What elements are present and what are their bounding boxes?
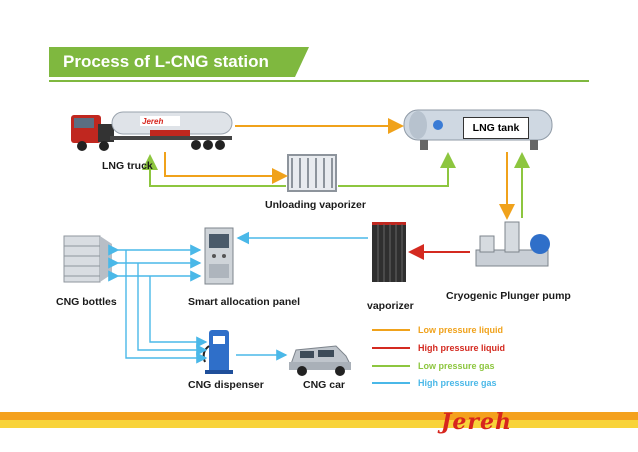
cng-car-image xyxy=(289,345,351,376)
lng-truck-label: LNG truck xyxy=(102,160,153,172)
line-unloading-vaporizer-to-tank xyxy=(338,152,456,187)
smart-allocation-panel-image xyxy=(204,227,234,285)
line-truck-to-unloading-vaporizer xyxy=(164,152,288,184)
legend-high-pressure-gas: High pressure gas xyxy=(418,378,497,388)
footer-stripe-yellow xyxy=(0,420,638,428)
cng-car-label: CNG car xyxy=(303,379,346,391)
cryogenic-pump-label: Cryogenic Plunger pump xyxy=(446,290,571,302)
line-bottles-to-dispenser-3 xyxy=(149,276,208,348)
truck-brand-text: Jereh xyxy=(142,117,163,126)
cng-dispenser-image xyxy=(202,330,233,374)
jereh-logo: Jereh xyxy=(441,409,512,435)
lng-truck-image: Jereh xyxy=(71,111,233,151)
cryogenic-pump-image xyxy=(475,221,550,267)
footer-stripe-orange xyxy=(0,412,638,420)
cng-bottles-label: CNG bottles xyxy=(56,296,117,308)
legend-low-pressure-liquid: Low pressure liquid xyxy=(418,325,504,335)
lng-tank-label: LNG tank xyxy=(463,117,529,139)
unloading-vaporizer-label: Unloading vaporizer xyxy=(265,199,366,211)
legend-high-pressure-liquid: High pressure liquid xyxy=(418,343,506,353)
vaporizer-label: vaporizer xyxy=(367,300,414,312)
line-bottles-to-dispenser-1 xyxy=(125,250,208,364)
line-unloading-vaporizer-to-truck xyxy=(142,154,286,187)
line-bottles-to-dispenser-2 xyxy=(137,263,208,356)
page-title: Process of L-CNG station xyxy=(49,47,295,77)
title-underline xyxy=(49,80,589,82)
unloading-vaporizer-image xyxy=(287,154,337,192)
legend-low-pressure-gas: Low pressure gas xyxy=(418,361,495,371)
cng-bottles-image xyxy=(63,235,112,283)
vaporizer-image xyxy=(372,222,406,282)
title-tail xyxy=(295,47,309,77)
cng-dispenser-label: CNG dispenser xyxy=(188,379,264,391)
smart-allocation-panel-label: Smart allocation panel xyxy=(188,296,301,308)
